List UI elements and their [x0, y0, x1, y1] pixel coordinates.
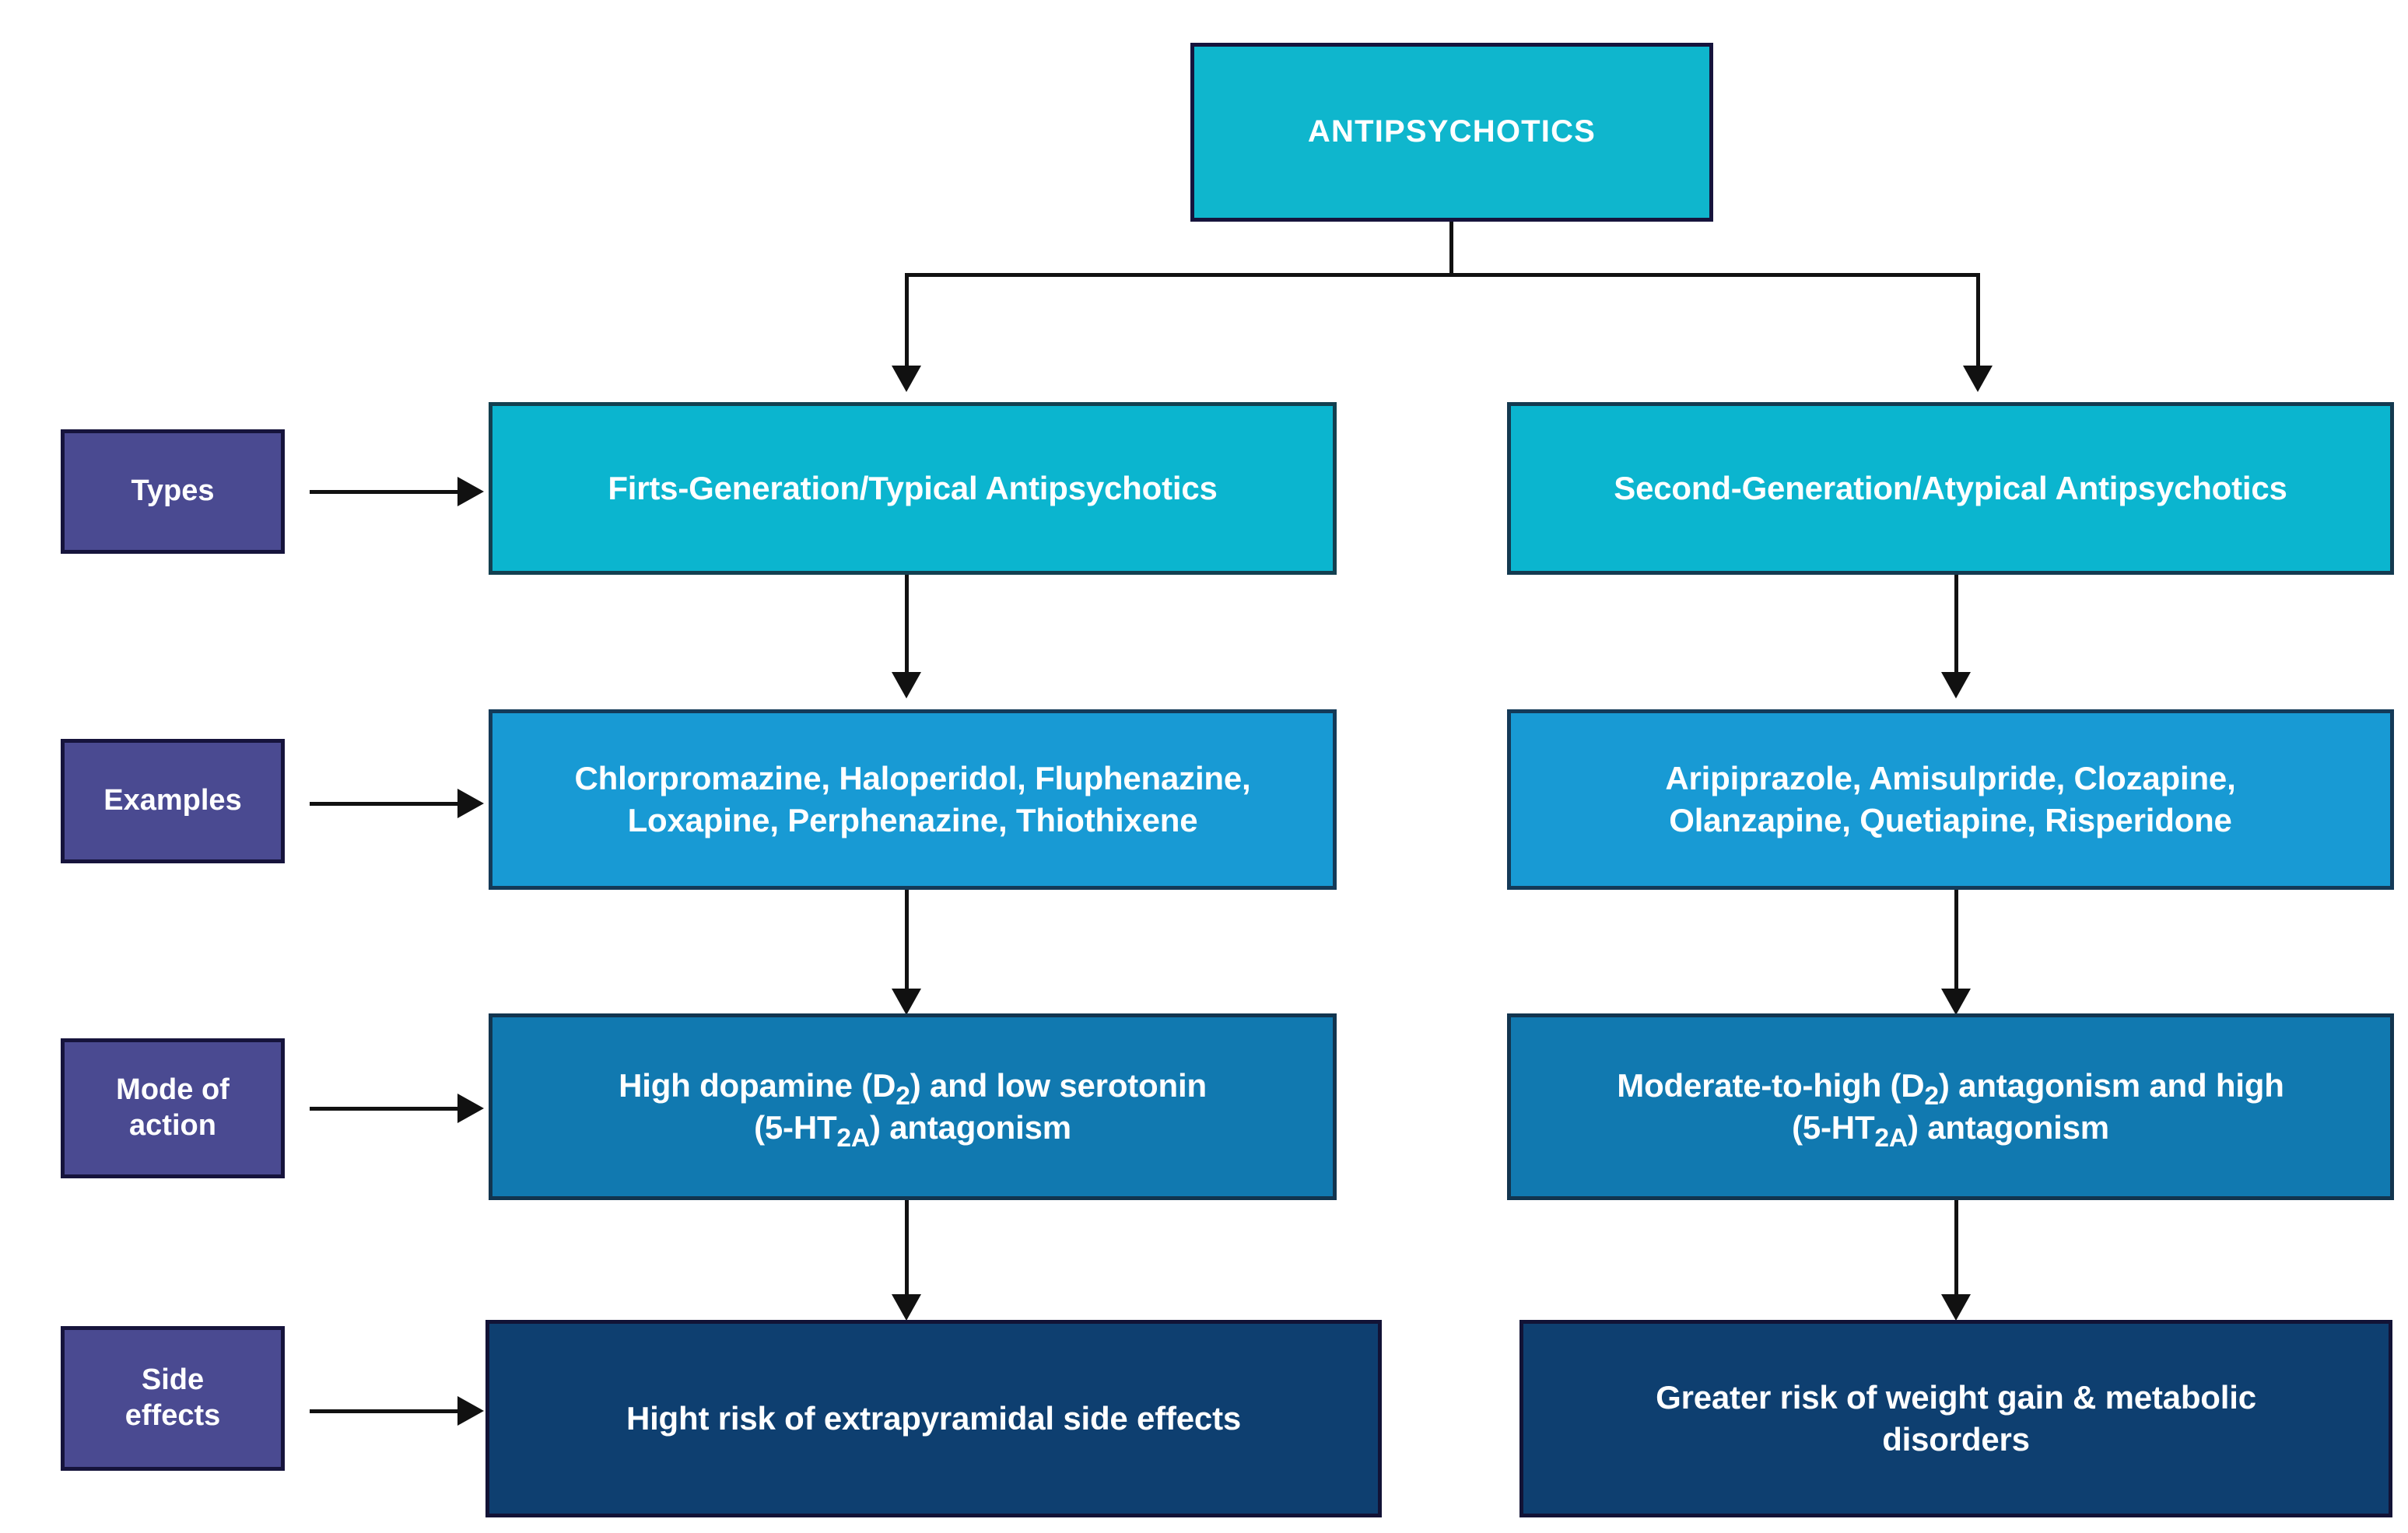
- mode-label-line1: Mode of: [116, 1073, 230, 1107]
- node-examples-second-generation-label: Aripiprazole, Amisulpride, Clozapine, Ol…: [1665, 758, 2235, 842]
- row-mode-label-arrow-line: [310, 1107, 462, 1111]
- root-connector-stem: [1449, 222, 1453, 275]
- connector-right-types-to-examples-arrowhead: [1941, 672, 1971, 698]
- node-side-effects-first-generation: Hight risk of extrapyramidal side effect…: [485, 1320, 1382, 1517]
- connector-right-mode-to-side: [1954, 1200, 1958, 1297]
- row-examples-label-arrowhead: [457, 789, 484, 818]
- node-mode-first-generation-label: High dopamine (D2) and low serotonin (5-…: [619, 1065, 1207, 1153]
- row-label-types: Types: [61, 429, 285, 554]
- row-label-side-effects: Side effects: [61, 1326, 285, 1471]
- node-examples-first-generation-label: Chlorpromazine, Haloperidol, Fluphenazin…: [574, 758, 1250, 842]
- connector-right-examples-to-mode: [1954, 890, 1958, 991]
- connector-left-examples-to-mode: [905, 890, 909, 991]
- node-side-effects-second-generation-label: Greater risk of weight gain & metabolic …: [1656, 1377, 2256, 1461]
- row-label-mode-of-action: Mode of action: [61, 1038, 285, 1178]
- row-label-examples: Examples: [61, 739, 285, 863]
- mode-fga-line2-sub: 2A: [836, 1124, 870, 1153]
- node-side-effects-first-generation-label: Hight risk of extrapyramidal side effect…: [626, 1400, 1242, 1437]
- mode-sga-line2-a: (5-HT: [1792, 1109, 1875, 1146]
- node-types-second-generation: Second-Generation/Atypical Antipsychotic…: [1507, 402, 2394, 575]
- connector-right-examples-to-mode-arrowhead: [1941, 989, 1971, 1015]
- node-types-first-generation: Firts-Generation/Typical Antipsychotics: [489, 402, 1337, 575]
- node-mode-second-generation: Moderate-to-high (D2) antagonism and hig…: [1507, 1013, 2394, 1200]
- connector-right-mode-to-side-arrowhead: [1941, 1294, 1971, 1321]
- connector-right-types-to-examples: [1954, 575, 1958, 674]
- examples-sga-line1: Aripiprazole, Amisulpride, Clozapine,: [1665, 760, 2236, 797]
- connector-left-examples-to-mode-arrowhead: [892, 989, 921, 1015]
- node-mode-second-generation-label: Moderate-to-high (D2) antagonism and hig…: [1617, 1065, 2284, 1153]
- side-label-line2: effects: [124, 1399, 221, 1432]
- root-connector-left-arrowhead: [892, 366, 921, 392]
- row-label-mode-of-action-text: Mode of action: [116, 1073, 230, 1143]
- mode-sga-line1-b: ) antagonism and high: [1938, 1067, 2284, 1104]
- root-connector-bar: [905, 273, 1980, 277]
- node-types-first-generation-label: Firts-Generation/Typical Antipsychotics: [608, 470, 1218, 507]
- row-types-label-arrow-line: [310, 490, 462, 494]
- connector-left-types-to-examples: [905, 575, 909, 674]
- root-connector-left-drop: [905, 273, 909, 368]
- node-side-effects-second-generation: Greater risk of weight gain & metabolic …: [1519, 1320, 2392, 1517]
- examples-sga-line2: Olanzapine, Quetiapine, Risperidone: [1669, 802, 2232, 838]
- side-sga-line1: Greater risk of weight gain & metabolic: [1656, 1379, 2256, 1416]
- node-examples-second-generation: Aripiprazole, Amisulpride, Clozapine, Ol…: [1507, 709, 2394, 890]
- root-connector-right-drop: [1976, 273, 1980, 368]
- examples-fga-line2: Loxapine, Perphenazine, Thiothixene: [627, 802, 1198, 838]
- mode-fga-line1-b: ) and low serotonin: [910, 1067, 1207, 1104]
- mode-sga-line1-a: Moderate-to-high (D: [1617, 1067, 1925, 1104]
- row-side-label-arrowhead: [457, 1396, 484, 1426]
- mode-fga-line2-a: (5-HT: [754, 1109, 837, 1146]
- node-antipsychotics-root: ANTIPSYCHOTICS: [1190, 43, 1713, 222]
- connector-left-mode-to-side-arrowhead: [892, 1294, 921, 1321]
- mode-sga-line2-b: ) antagonism: [1907, 1109, 2109, 1146]
- mode-label-line2: action: [129, 1109, 216, 1142]
- node-examples-first-generation: Chlorpromazine, Haloperidol, Fluphenazin…: [489, 709, 1337, 890]
- connector-left-types-to-examples-arrowhead: [892, 672, 921, 698]
- side-label-line1: Side: [141, 1363, 205, 1397]
- row-side-label-arrow-line: [310, 1409, 462, 1413]
- row-types-label-arrowhead: [457, 477, 484, 506]
- root-connector-right-arrowhead: [1963, 366, 1993, 392]
- mode-sga-line1-sub: 2: [1924, 1082, 1939, 1111]
- node-types-second-generation-label: Second-Generation/Atypical Antipsychotic…: [1614, 470, 2287, 507]
- row-label-types-text: Types: [131, 474, 215, 508]
- examples-fga-line1: Chlorpromazine, Haloperidol, Fluphenazin…: [574, 760, 1251, 797]
- row-label-examples-text: Examples: [103, 784, 242, 817]
- connector-left-mode-to-side: [905, 1200, 909, 1297]
- row-mode-label-arrowhead: [457, 1094, 484, 1123]
- mode-fga-line1-sub: 2: [896, 1082, 910, 1111]
- row-label-side-effects-text: Side effects: [125, 1363, 221, 1433]
- node-mode-first-generation: High dopamine (D2) and low serotonin (5-…: [489, 1013, 1337, 1200]
- node-antipsychotics-root-label: ANTIPSYCHOTICS: [1307, 114, 1597, 149]
- side-sga-line2: disorders: [1882, 1421, 2030, 1458]
- row-examples-label-arrow-line: [310, 802, 462, 806]
- mode-fga-line2-b: ) antagonism: [869, 1109, 1071, 1146]
- mode-fga-line1-a: High dopamine (D: [619, 1067, 896, 1104]
- mode-sga-line2-sub: 2A: [1874, 1124, 1908, 1153]
